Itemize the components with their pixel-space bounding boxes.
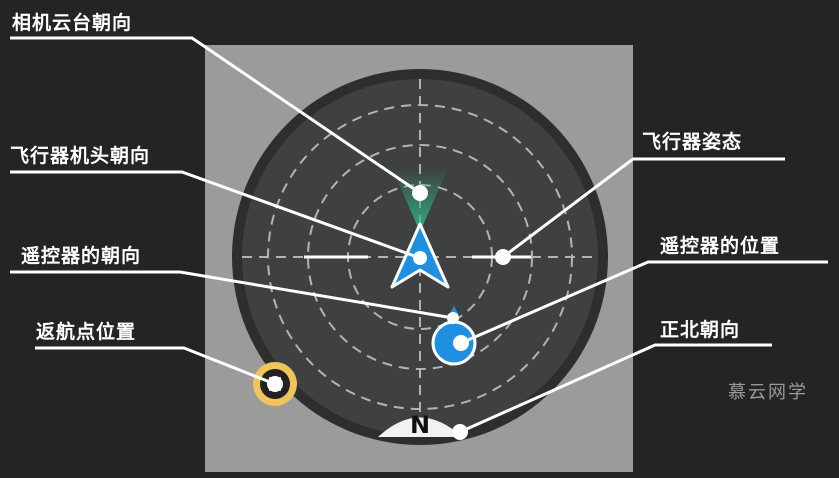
label-gimbal-heading: 相机云台朝向 [12,12,133,34]
watermark: 慕云网学 [728,382,808,403]
label-home-point: 返航点位置 [36,321,137,343]
label-aircraft-heading: 飞行器机头朝向 [10,145,151,167]
label-rc-heading: 遥控器的朝向 [21,245,142,267]
label-rc-position: 遥控器的位置 [660,235,781,257]
north-indicator-icon: N [378,411,462,439]
label-aircraft-attitude: 飞行器姿态 [642,131,743,153]
label-true-north: 正北朝向 [660,319,741,341]
north-letter: N [410,411,430,439]
callout-lines [10,36,828,434]
callout-dots [267,185,511,440]
